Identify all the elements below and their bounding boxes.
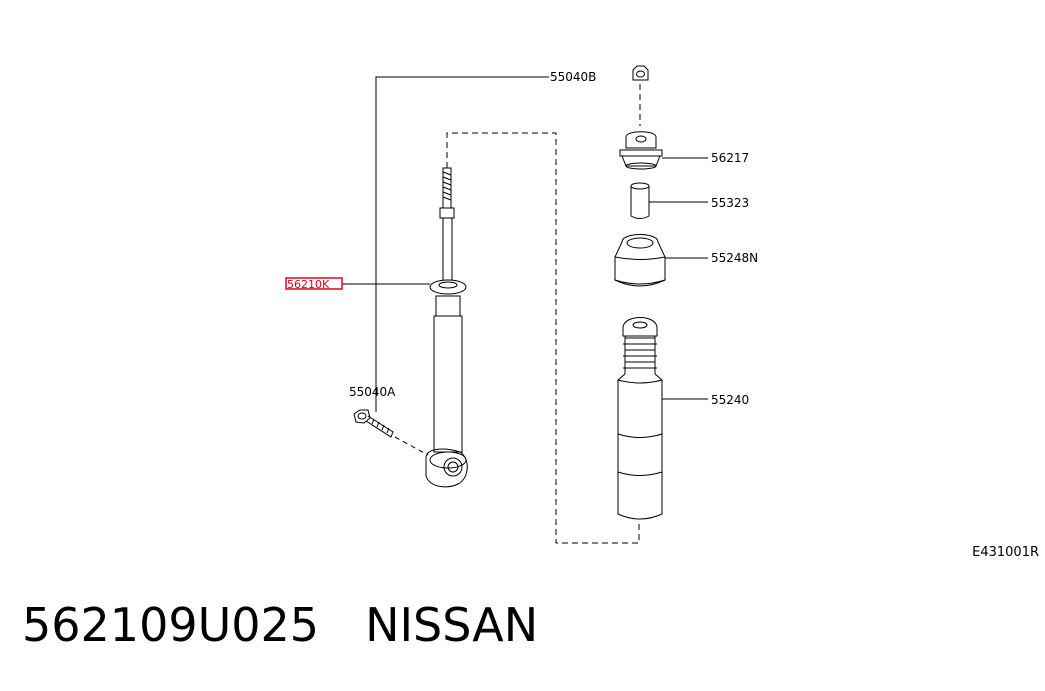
assembly-dashed-line [446, 132, 640, 544]
label-55323: 55323 [711, 196, 749, 210]
shock-absorber-part [425, 167, 468, 488]
part-number: 562109U025 [22, 598, 320, 652]
leader-55040 [375, 76, 549, 412]
highlight-box [285, 277, 343, 290]
part-caption: 562109U025 NISSAN [22, 598, 538, 652]
label-55040b: 55040B [550, 70, 596, 84]
label-56210k[interactable]: 56210K [287, 278, 330, 291]
figure-code: E431001R [972, 545, 1039, 560]
lower-bolt-part [353, 409, 394, 438]
spacer-part [630, 182, 650, 219]
dust-cap-part [614, 234, 666, 287]
brand-name: NISSAN [365, 598, 539, 652]
label-55240: 55240 [711, 393, 749, 407]
label-55040a: 55040A [349, 385, 396, 399]
top-nut-part [632, 65, 649, 81]
label-56217: 56217 [711, 151, 749, 165]
label-55248n: 55248N [711, 251, 758, 265]
dust-boot-part [617, 317, 663, 520]
lower-bolt-dashed-axis [394, 436, 429, 456]
bumper-mount-part [619, 131, 663, 170]
